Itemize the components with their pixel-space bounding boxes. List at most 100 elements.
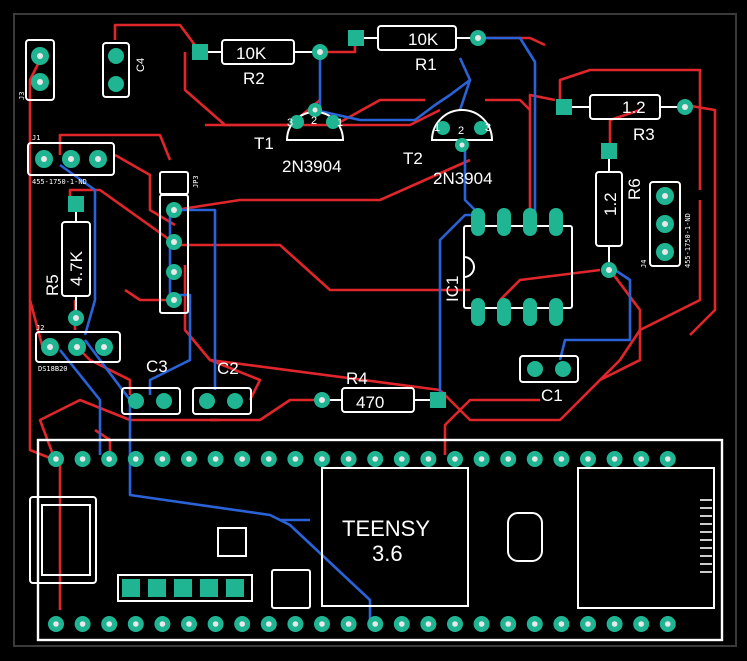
teensy-pin-hole [425, 456, 432, 462]
c2-name: C2 [217, 359, 239, 378]
teensy-pin-hole [399, 621, 405, 627]
j4-body [649, 181, 681, 267]
teensy-pin-hole [478, 621, 485, 627]
teensy-pin-hole [425, 621, 432, 627]
r2-name: R2 [243, 69, 265, 88]
teensy-pin-hole [319, 621, 325, 627]
teensy-pin-hole [452, 456, 458, 462]
jp3-name: JP3 [192, 175, 200, 188]
teensy-pin-hole [478, 456, 485, 462]
teensy-pin-hole [266, 456, 272, 462]
sd-card-teeth [700, 499, 712, 573]
teensy-pin-hole [585, 456, 591, 462]
j1-part: 455-1750-1-ND [32, 178, 87, 186]
j2-part: DS18B20 [38, 365, 68, 373]
r2-value: 10K [236, 44, 267, 63]
t2-pin-3: 3 [485, 122, 491, 134]
teensy-pin-hole [558, 621, 565, 627]
teensy-pin-hole [611, 621, 618, 627]
teensy-pin-hole [239, 456, 245, 462]
teensy-pin-hole [638, 621, 644, 627]
t1-pin-2: 2 [311, 115, 317, 127]
pin-header-strip [117, 574, 253, 602]
t2-name: T2 [403, 149, 423, 168]
teensy-pin-hole [585, 621, 591, 627]
teensy-pin-hole [319, 456, 325, 462]
teensy-pin-hole [292, 456, 299, 462]
teensy-pin-hole [186, 621, 192, 627]
c2-body [192, 387, 252, 415]
teensy-pin-hole [133, 456, 139, 462]
teensy-pin-row-top [48, 451, 676, 467]
r5-name: R5 [43, 274, 62, 296]
teensy-pin-hole [106, 456, 112, 462]
r4-value: 470 [356, 393, 384, 412]
silkscreen-labels: 10K R2 10K R1 C4 J3 J1 455-1750-1-ND JP3… [18, 30, 692, 566]
j3-name: J3 [18, 92, 26, 100]
teensy-pin-hole [106, 621, 112, 627]
r5-value: 4.7K [67, 250, 86, 286]
teensy-pin-hole [558, 456, 565, 462]
c4-name: C4 [135, 58, 147, 72]
teensy-pin-hole [665, 456, 671, 462]
teensy-pin-hole [79, 621, 86, 627]
jp3-header [159, 194, 189, 314]
r6-value: 1.2 [601, 192, 620, 216]
square-pad [217, 527, 247, 557]
usb-connector [29, 496, 97, 584]
r3-name: R3 [633, 125, 655, 144]
sd-card-slot [577, 467, 715, 609]
teensy-pin-hole [505, 621, 512, 627]
teensy-pin-hole [53, 456, 59, 462]
teensy-pin-hole [53, 621, 59, 627]
teensy-pin-hole [638, 456, 644, 462]
teensy-pin-hole [611, 456, 618, 462]
j1-name: J1 [32, 134, 40, 142]
bottom-layer-traces [58, 36, 632, 625]
board-outline [13, 13, 737, 647]
small-ic [271, 569, 311, 609]
t2-part: 2N3904 [433, 169, 493, 188]
teensy-pin-row-bottom [48, 616, 676, 632]
button-outline [507, 512, 543, 562]
teensy-chip [321, 467, 469, 607]
t1-name: T1 [254, 134, 274, 153]
teensy-pin-hole [159, 456, 166, 462]
j4-name: J4 [640, 260, 648, 268]
teensy-pin-hole [452, 621, 458, 627]
teensy-pin-hole [532, 456, 538, 462]
c1-name: C1 [541, 386, 563, 405]
teensy-version: 3.6 [372, 541, 403, 566]
c4-body [102, 42, 130, 98]
teensy-pin-hole [399, 456, 405, 462]
teensy-pin-hole [505, 456, 512, 462]
teensy-pin-hole [532, 621, 538, 627]
teensy-pin-hole [372, 456, 379, 462]
j2-name: J2 [36, 324, 44, 332]
t1-pin-3: 3 [287, 117, 293, 129]
r1-value: 10K [408, 30, 439, 49]
ic1-name: IC1 [443, 276, 462, 302]
teensy-pin-hole [186, 456, 192, 462]
usb-inner [41, 504, 91, 576]
c1-body [519, 355, 579, 383]
teensy-pin-hole [79, 456, 86, 462]
teensy-pin-hole [239, 621, 245, 627]
teensy-pin-hole [159, 621, 166, 627]
r6-name: R6 [625, 178, 644, 200]
c3-body [121, 387, 181, 415]
c3-name: C3 [146, 357, 168, 376]
teensy-pin-hole [345, 621, 352, 627]
r3-value: 1.2 [622, 98, 646, 117]
j2-body [35, 331, 121, 363]
teensy-pin-hole [212, 621, 219, 627]
t2-body [430, 109, 494, 141]
t2-pin-2: 2 [458, 125, 464, 137]
r4-name: R4 [346, 369, 368, 388]
teensy-pin-hole [266, 621, 272, 627]
t1-pin-1: 1 [337, 117, 343, 129]
t2-pin-1: 1 [434, 122, 440, 134]
pad-holes [37, 35, 688, 403]
